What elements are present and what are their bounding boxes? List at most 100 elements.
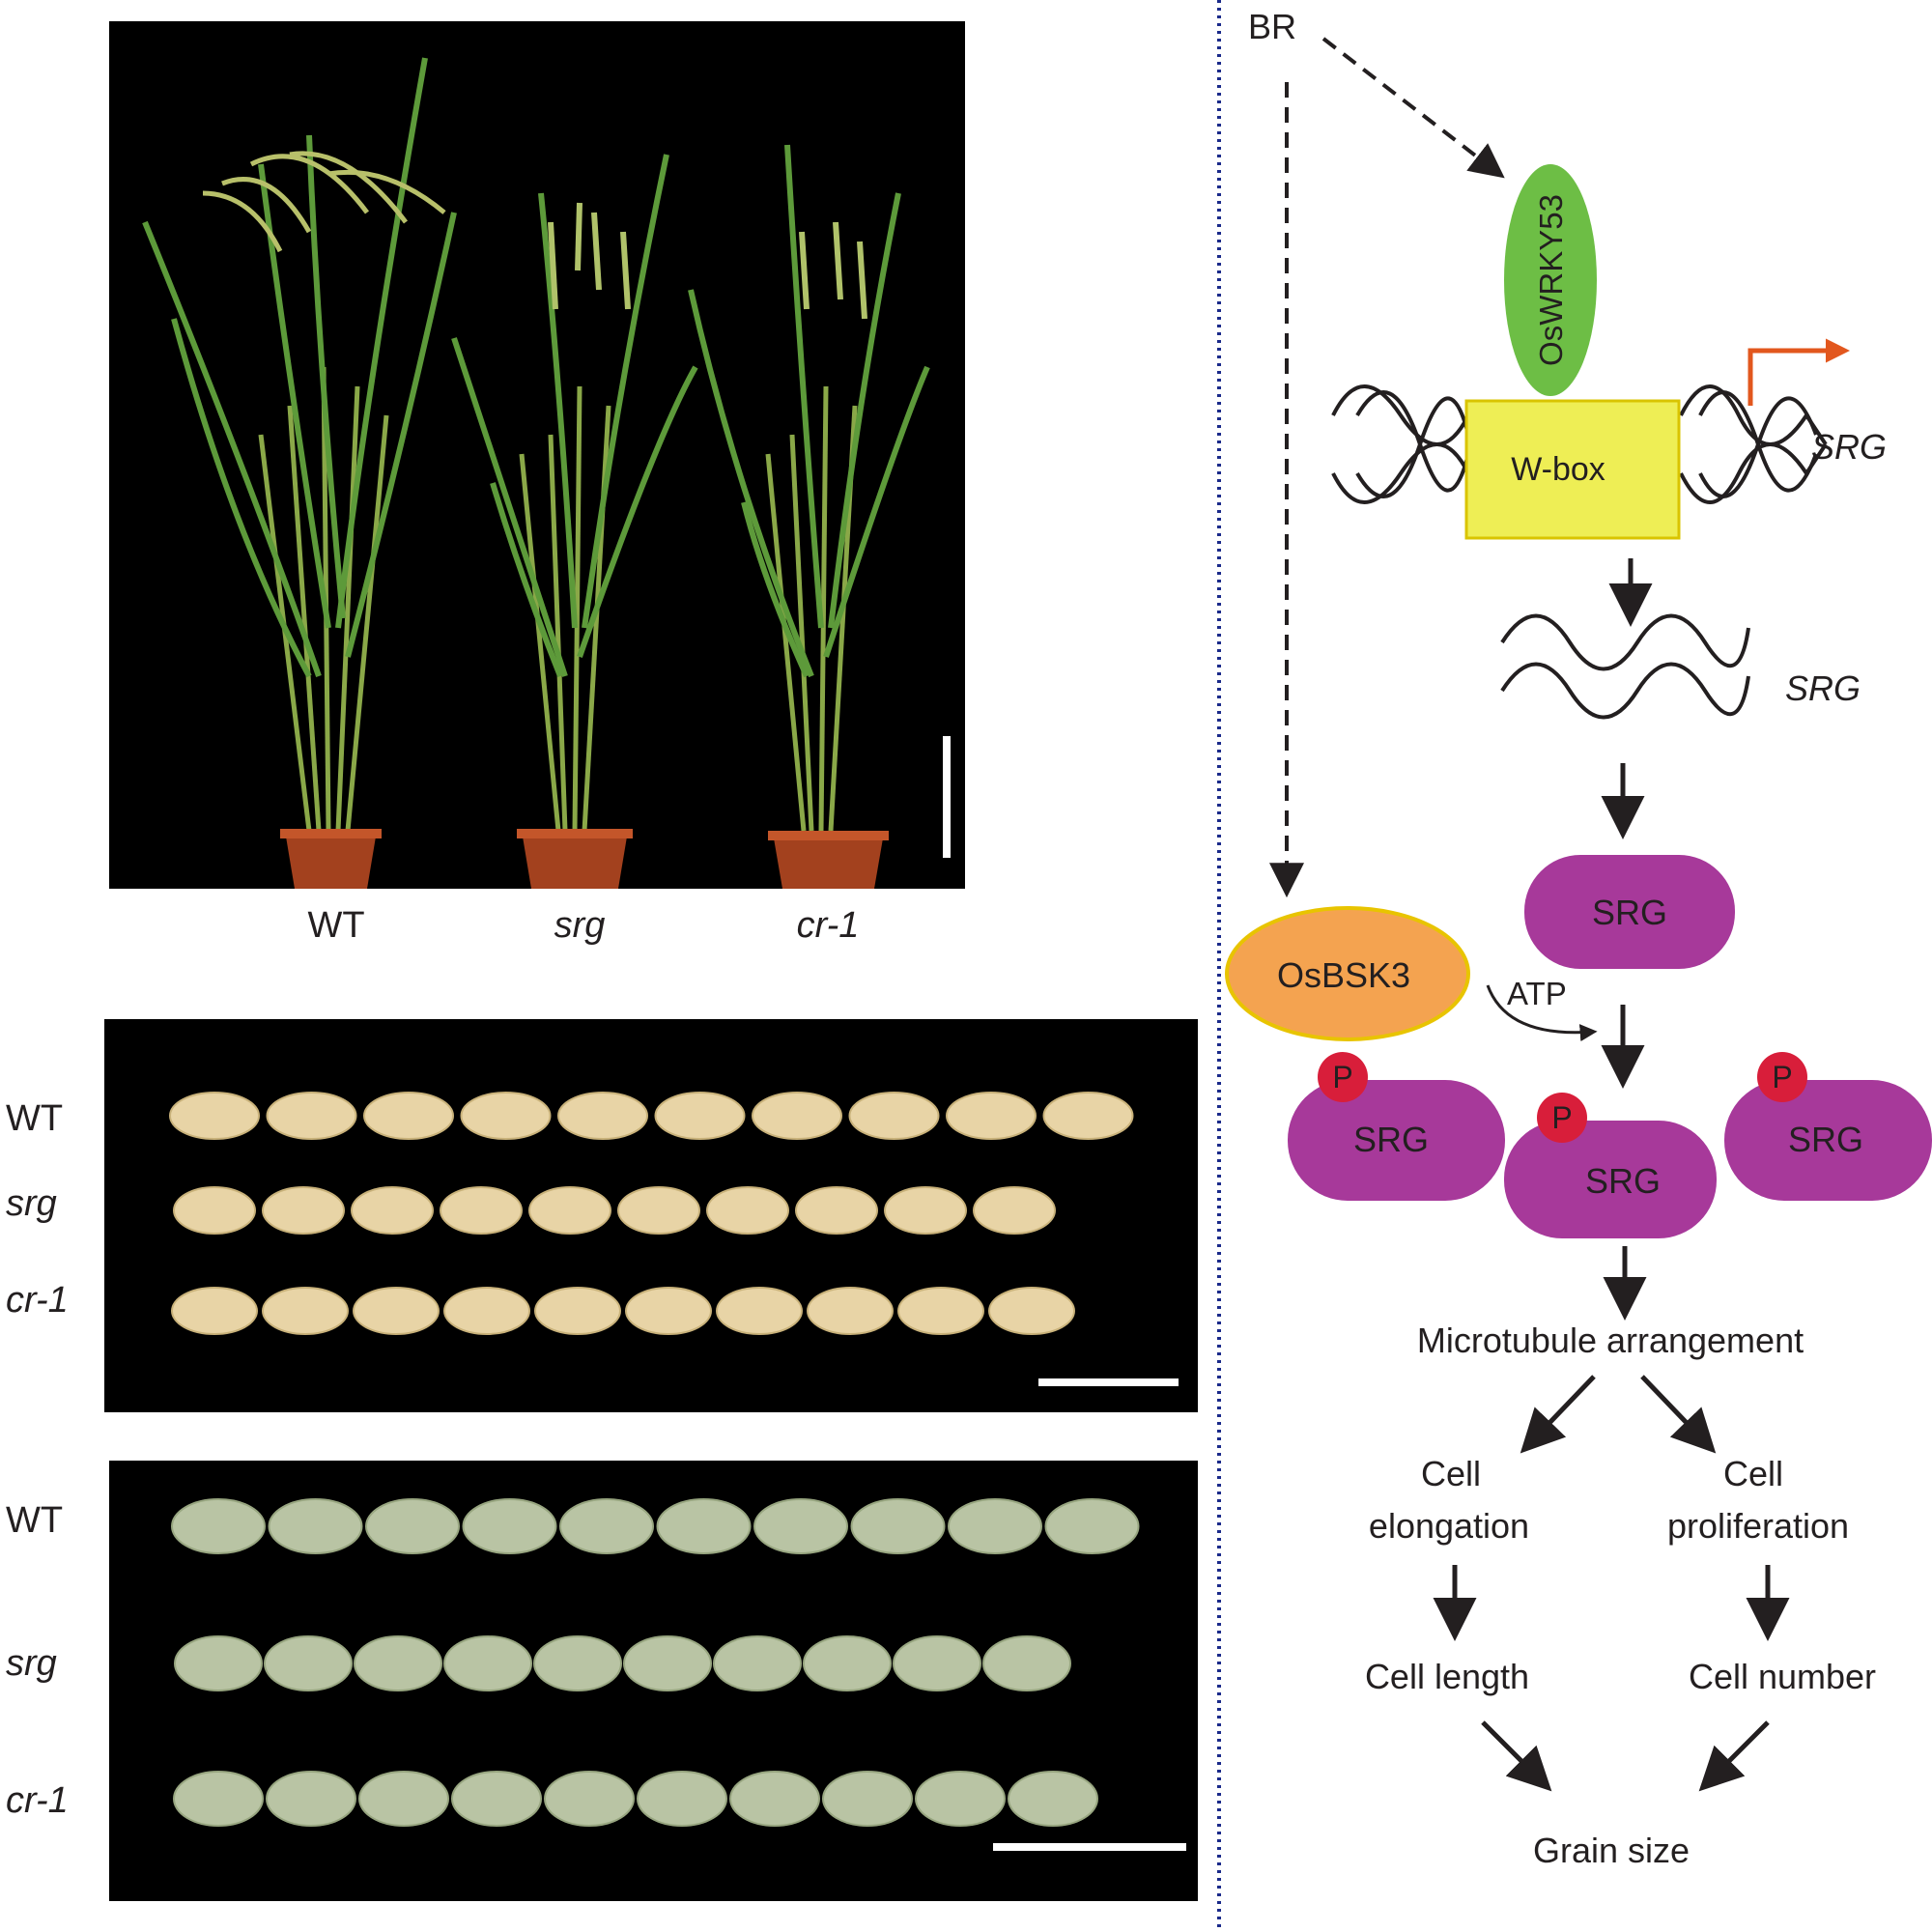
- transcription-arrow: [1747, 338, 1850, 406]
- dehulled-grain: [544, 1771, 635, 1827]
- label-wrky53: OsWRKY53: [1533, 194, 1569, 366]
- hulled-grain: [534, 1287, 621, 1335]
- dehulled-grain: [365, 1498, 460, 1554]
- dehulled-grain: [948, 1498, 1042, 1554]
- plant-cr1: [688, 144, 930, 889]
- srg-label: SRG: [1585, 1161, 1661, 1201]
- label-microtubule: Microtubule arrangement: [1417, 1321, 1804, 1360]
- hulled-grain: [169, 1092, 260, 1140]
- hulled-grain: [460, 1092, 552, 1140]
- hulled-grain: [351, 1186, 434, 1235]
- hulled-grain: [617, 1186, 700, 1235]
- hulled-grain: [353, 1287, 440, 1335]
- scale-bar-grains-hulled: [1038, 1378, 1179, 1386]
- hulled-grain: [807, 1287, 894, 1335]
- label-cell-prolif-1: Cell: [1723, 1454, 1783, 1493]
- dehulled-grain: [462, 1498, 557, 1554]
- hulled-grain: [262, 1287, 349, 1335]
- wbox: [1464, 399, 1681, 540]
- row-label-wt: WT: [6, 1098, 63, 1139]
- hulled-grain: [973, 1186, 1056, 1235]
- label-cell-elong-1: Cell: [1421, 1454, 1481, 1493]
- dna-helix: [1331, 384, 1828, 504]
- label-cell-elong-2: elongation: [1369, 1506, 1529, 1546]
- grains-hulled: [169, 1092, 1134, 1335]
- hulled-grain: [946, 1092, 1037, 1140]
- dehulled-grain: [173, 1771, 264, 1827]
- arrow-br-to-wrky: [1321, 37, 1505, 179]
- arrow-number-to-grain: [1698, 1720, 1770, 1792]
- arrow-to-elongation: [1520, 1375, 1596, 1454]
- dehulled-grain: [850, 1498, 946, 1554]
- arrow-length-to-grain: [1481, 1720, 1552, 1792]
- dehulled-grain: [264, 1635, 353, 1691]
- label-wbox: W-box: [1511, 451, 1605, 488]
- hulled-grain: [528, 1186, 611, 1235]
- row-label-wt-2: WT: [6, 1500, 63, 1541]
- dehulled-grain: [656, 1498, 752, 1554]
- p-label: P: [1332, 1060, 1352, 1094]
- scale-bar: [943, 736, 951, 858]
- hulled-grain: [173, 1186, 256, 1235]
- label-cr1: cr-1: [797, 905, 860, 946]
- hulled-grain: [848, 1092, 940, 1140]
- grains-dehulled: [171, 1498, 1140, 1827]
- srg-mrna: [1500, 613, 1750, 720]
- label-wt: WT: [307, 905, 364, 946]
- dehulled-grain: [893, 1635, 981, 1691]
- row-label-srg: srg: [6, 1183, 57, 1224]
- dehulled-grain: [713, 1635, 802, 1691]
- label-cell-length: Cell length: [1365, 1657, 1529, 1696]
- dehulled-grain: [354, 1635, 442, 1691]
- hulled-grain: [171, 1287, 258, 1335]
- label-srg-protein: SRG: [1592, 893, 1667, 932]
- hulled-grain: [706, 1186, 789, 1235]
- hulled-grain: [988, 1287, 1075, 1335]
- dehulled-grain: [1008, 1771, 1098, 1827]
- wrky53-oval: [1504, 164, 1597, 396]
- dehulled-grain: [729, 1771, 820, 1827]
- label-br: BR: [1248, 7, 1296, 46]
- dehulled-grain: [174, 1635, 263, 1691]
- phospho-srg-right: P SRG: [1724, 1052, 1932, 1201]
- label-cell-number: Cell number: [1689, 1657, 1876, 1696]
- dehulled-grain: [559, 1498, 654, 1554]
- dehulled-grain: [358, 1771, 449, 1827]
- row-label-srg-2: srg: [6, 1643, 57, 1684]
- plant-wt: [142, 57, 457, 889]
- label-srg-gene: SRG: [1811, 427, 1887, 467]
- label-grain-size: Grain size: [1533, 1831, 1690, 1870]
- scale-bar-grains-dehulled: [993, 1843, 1186, 1851]
- dehulled-grain: [268, 1498, 363, 1554]
- dehulled-grain: [623, 1635, 712, 1691]
- label-atp: ATP: [1507, 976, 1567, 1011]
- hulled-grain: [262, 1186, 345, 1235]
- dehulled-grain: [637, 1771, 727, 1827]
- plant-srg: [451, 154, 698, 889]
- hulled-grain: [884, 1186, 967, 1235]
- row-label-cr1-2: cr-1: [6, 1780, 69, 1821]
- srg-protein: [1524, 855, 1735, 969]
- hulled-grain: [557, 1092, 648, 1140]
- dehulled-grain: [443, 1635, 532, 1691]
- hulled-grain: [266, 1092, 357, 1140]
- label-osbsk3: OsBSK3: [1277, 955, 1410, 995]
- label-srg-mrna: SRG: [1785, 668, 1861, 708]
- hulled-grain: [716, 1287, 803, 1335]
- dehulled-grain: [533, 1635, 622, 1691]
- label-cell-prolif-2: proliferation: [1667, 1506, 1849, 1546]
- dehulled-grain: [171, 1498, 266, 1554]
- dehulled-grain: [266, 1771, 356, 1827]
- phospho-srg-left: P SRG: [1288, 1052, 1505, 1201]
- row-label-cr1: cr-1: [6, 1280, 69, 1321]
- dehulled-grain: [451, 1771, 542, 1827]
- label-srg: srg: [554, 905, 606, 946]
- atp-arrow: [1486, 984, 1598, 1042]
- hulled-grain: [897, 1287, 984, 1335]
- srg-label: SRG: [1788, 1120, 1863, 1159]
- p-label: P: [1551, 1100, 1572, 1135]
- hulled-grain: [752, 1092, 842, 1140]
- phospho-srg-middle: P SRG: [1504, 1093, 1717, 1238]
- p-label: P: [1772, 1060, 1792, 1094]
- srg-label: SRG: [1353, 1120, 1429, 1159]
